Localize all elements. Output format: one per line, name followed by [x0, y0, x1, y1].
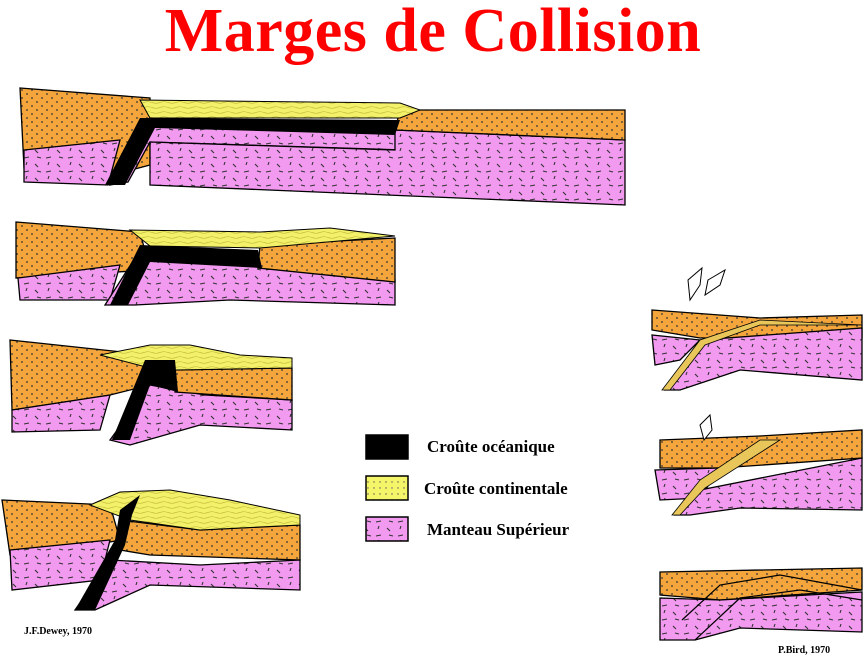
legend-swatch-mantle — [365, 516, 409, 542]
legend-swatch-continental — [365, 475, 409, 501]
legend-label-continental: Croûte continentale — [424, 479, 568, 498]
dewey-stage-3 — [9, 339, 293, 446]
legend-label-mantle: Manteau Supérieur — [427, 520, 570, 539]
dewey-stage-2 — [15, 221, 396, 306]
credit-dewey: J.F.Dewey, 1970 — [24, 626, 92, 637]
credit-bird: P.Bird, 1970 — [778, 645, 831, 656]
bird-stage-1 — [651, 266, 863, 391]
dewey-stage-4 — [1, 489, 301, 611]
legend — [365, 434, 409, 542]
page-title: Marges de Collision — [164, 0, 702, 65]
bird-stage-2 — [654, 413, 863, 516]
bird-stage-3 — [659, 567, 863, 641]
legend-swatch-oceanic — [365, 434, 409, 460]
dewey-stage-1 — [19, 87, 626, 206]
legend-label-oceanic: Croûte océanique — [427, 437, 555, 456]
